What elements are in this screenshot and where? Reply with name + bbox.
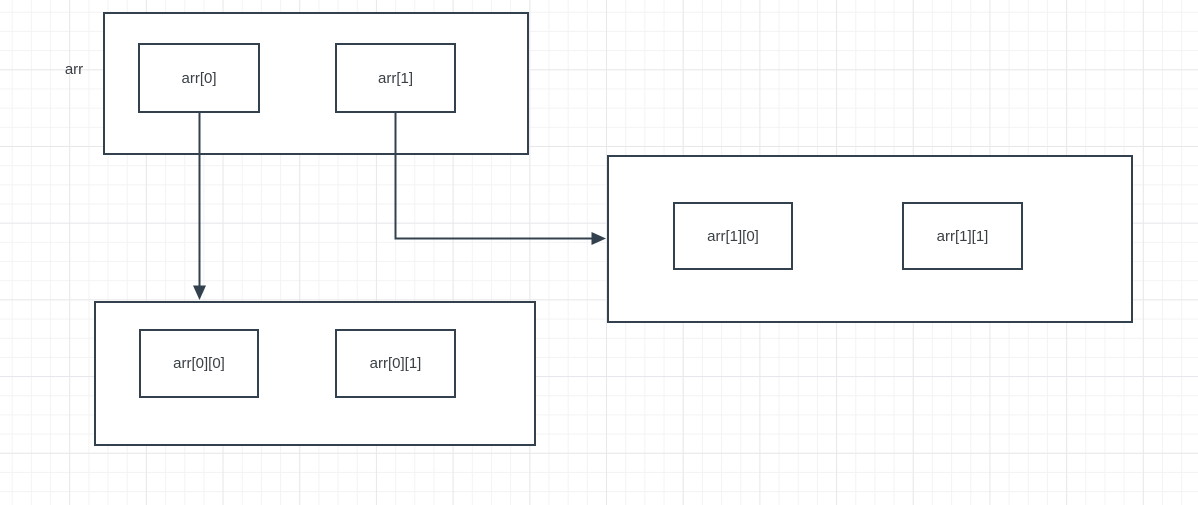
cell-arr-1[interactable]: arr[1] — [335, 43, 456, 113]
cell-arr-1-label: arr[1] — [377, 69, 413, 87]
cell-arr-0[interactable]: arr[0] — [138, 43, 260, 113]
array-label[interactable]: arr — [64, 61, 84, 78]
cell-arr-0-1[interactable]: arr[0][1] — [335, 329, 456, 398]
cell-arr-1-1-label: arr[1][1] — [936, 227, 989, 245]
cell-arr-1-0-label: arr[1][0] — [707, 227, 759, 245]
cell-arr-1-0[interactable]: arr[1][0] — [673, 202, 793, 270]
cell-arr-1-1[interactable]: arr[1][1] — [902, 202, 1023, 270]
cell-arr-0-1-label: arr[0][1] — [369, 355, 422, 372]
cell-arr-0-0[interactable]: arr[0][0] — [139, 329, 259, 398]
cell-arr-0-label: arr[0] — [181, 69, 217, 87]
cell-arr-0-0-label: arr[0][0] — [173, 355, 225, 372]
